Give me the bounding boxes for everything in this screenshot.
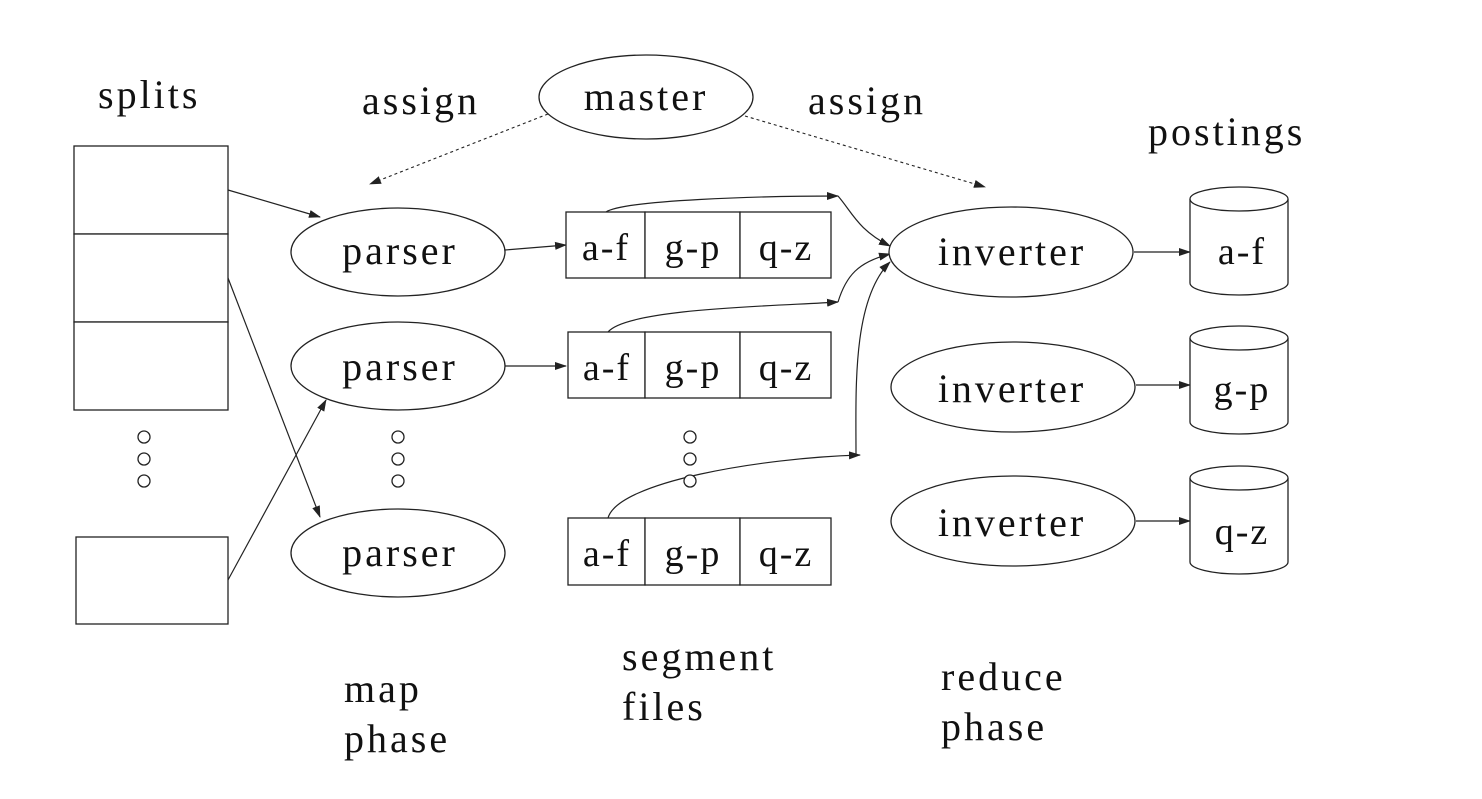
segment-file-1: a-f g-p q-z xyxy=(565,211,832,279)
segment-files-caption-line2: files xyxy=(622,684,706,729)
assign-label-right: assign xyxy=(808,78,926,123)
parser-label: parser xyxy=(342,344,458,389)
segment-to-inverter-arrow-3b xyxy=(855,261,891,456)
segment-cell-label: q-z xyxy=(759,227,814,269)
assign-arrow-to-parser xyxy=(369,113,549,185)
inverter-node-2 xyxy=(890,341,1136,433)
segment-cell-label: g-p xyxy=(665,227,722,269)
split-block-2 xyxy=(73,233,229,323)
master-node xyxy=(538,54,754,140)
segment-cell xyxy=(644,331,741,399)
inverter-label: inverter xyxy=(938,500,1086,545)
split-arrow-1 xyxy=(227,189,321,218)
segment-file-3: a-f g-p q-z xyxy=(567,517,832,586)
segment-cell xyxy=(567,331,646,399)
segment-to-inverter-arrow-3 xyxy=(607,451,861,519)
assign-label-left: assign xyxy=(362,78,480,123)
reduce-phase-caption-line2: phase xyxy=(941,704,1047,749)
ellipsis-dot xyxy=(391,430,405,444)
connectors xyxy=(227,113,1191,581)
splits-stack xyxy=(73,145,229,625)
segment-to-inverter-arrow-2 xyxy=(607,298,839,333)
split-arrow-3 xyxy=(227,399,327,581)
postings-cylinder-3: q-z xyxy=(1189,465,1289,575)
map-phase-caption-line1: map xyxy=(344,666,422,711)
split-block-3 xyxy=(73,321,229,411)
segment-cell xyxy=(739,211,832,279)
inverter-label: inverter xyxy=(938,229,1086,274)
assign-arrow-to-inverter xyxy=(744,115,986,188)
segment-cell xyxy=(739,517,832,586)
segment-cell-label: q-z xyxy=(759,347,814,389)
inverter-node-3 xyxy=(890,475,1136,567)
ellipsis-dot xyxy=(137,452,151,466)
segment-cell xyxy=(567,517,646,586)
segment-cell-label: g-p xyxy=(665,533,722,575)
parser-node-2 xyxy=(290,321,506,411)
reduce-phase-caption-line1: reduce xyxy=(941,654,1066,699)
postings-cylinder-1: a-f xyxy=(1189,186,1289,296)
ellipsis-dot xyxy=(391,452,405,466)
segment-cell-label: g-p xyxy=(665,347,722,389)
split-block-1 xyxy=(73,145,229,235)
ellipsis-dot xyxy=(391,474,405,488)
segment-cell xyxy=(565,211,646,279)
segment-cell-label: q-z xyxy=(759,533,814,575)
segment-cell-label: a-f xyxy=(582,227,630,269)
segment-files-caption-line1: segment xyxy=(622,634,776,679)
postings-cylinder-2: g-p xyxy=(1189,325,1289,435)
segment-file-2: a-f g-p q-z xyxy=(567,331,832,399)
parser-node-3 xyxy=(290,508,506,598)
segment-to-inverter-arrow-1 xyxy=(605,192,839,213)
map-phase-caption-line2: phase xyxy=(344,716,450,761)
split-arrow-2 xyxy=(227,277,321,518)
parser-node-1 xyxy=(290,207,506,297)
ellipsis-dot xyxy=(137,430,151,444)
postings-label: g-p xyxy=(1214,369,1271,411)
ellipsis-dot xyxy=(137,474,151,488)
postings-label: a-f xyxy=(1218,231,1266,273)
split-block-last xyxy=(75,536,229,625)
segment-cell-label: a-f xyxy=(583,533,631,575)
postings-heading: postings xyxy=(1148,109,1305,154)
inverter-label: inverter xyxy=(938,366,1086,411)
segment-cell xyxy=(644,211,741,279)
segment-cell-label: a-f xyxy=(583,347,631,389)
segment-to-inverter-arrow-1b xyxy=(837,195,891,247)
master-label: master xyxy=(584,74,709,119)
parser-label: parser xyxy=(342,228,458,273)
ellipsis-dot xyxy=(683,474,697,488)
inverter-node-1 xyxy=(888,206,1134,298)
segment-to-inverter-arrow-2b xyxy=(837,252,891,303)
splits-heading: splits xyxy=(98,72,200,117)
segment-cell xyxy=(739,331,832,399)
ellipsis-dot xyxy=(683,452,697,466)
ellipsis-dot xyxy=(683,430,697,444)
parser-to-segment-arrow-1 xyxy=(504,241,567,251)
parser-label: parser xyxy=(342,530,458,575)
postings-label: q-z xyxy=(1215,511,1270,553)
